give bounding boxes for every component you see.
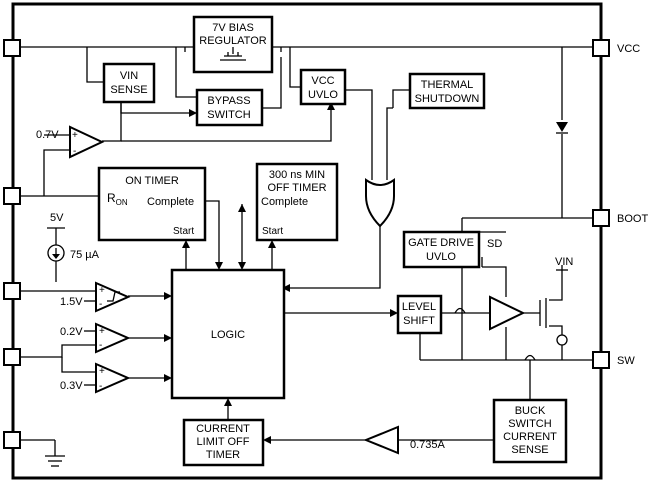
- level-shift-line2: SHIFT: [403, 315, 435, 327]
- gate-driver-icon: [489, 295, 526, 331]
- current-limit-line3: TIMER: [206, 449, 240, 461]
- current-sense-line2: SWITCH: [508, 418, 551, 430]
- gate-drive-line1: GATE DRIVE: [408, 237, 474, 249]
- pin-label-boot: BOOT: [617, 213, 648, 225]
- current-limit-timer-block: CURRENT LIMIT OFF TIMER: [182, 418, 265, 467]
- off-timer-line2: OFF TIMER: [267, 182, 326, 194]
- vin-sense-block: VIN SENSE: [102, 62, 156, 104]
- comp-top-minus: -: [73, 146, 76, 157]
- vin-sense-line2: SENSE: [110, 84, 147, 96]
- comp-3-minus: -: [99, 381, 102, 392]
- pin-gnd[interactable]: [3, 431, 21, 449]
- thermal-shutdown-block: THERMAL SHUTDOWN: [408, 72, 486, 110]
- current-sense-block: BUCK SWITCH CURRENT SENSE: [492, 398, 568, 464]
- gate-drive-line2: UVLO: [426, 251, 456, 263]
- current-sense-line1: BUCK: [515, 405, 546, 417]
- current-limit-ref: 0.735A: [410, 439, 446, 451]
- pin-label-vcc: VCC: [617, 43, 640, 55]
- pin-vcc[interactable]: [592, 39, 610, 57]
- pin-en[interactable]: [3, 282, 21, 300]
- comparator-1: + -: [95, 281, 131, 313]
- off-timer-block: 300 ns MIN OFF TIMER Complete Start: [255, 162, 339, 242]
- comp-1-plus: +: [99, 285, 105, 296]
- comp-1-minus: -: [99, 299, 102, 310]
- ref-0-2v: 0.2V: [60, 326, 83, 338]
- current-source-icon: [47, 244, 65, 262]
- ref-0-3v: 0.3V: [60, 380, 83, 392]
- bias-regulator-line1: 7V BIAS: [212, 22, 254, 34]
- vin-sense-line1: VIN: [120, 70, 138, 82]
- logic-label: LOGIC: [211, 329, 245, 341]
- off-timer-start: Start: [262, 226, 283, 237]
- current-sense-line4: SENSE: [511, 444, 548, 456]
- on-timer-block: ON TIMER RON Complete Start: [97, 166, 207, 242]
- on-timer-complete: Complete: [147, 196, 194, 208]
- level-shift-line1: LEVEL: [402, 301, 436, 313]
- pin-sw[interactable]: [592, 351, 610, 369]
- pin-boot[interactable]: [592, 209, 610, 227]
- comparator-top: + -: [69, 125, 105, 159]
- current-sense-line3: CURRENT: [503, 431, 557, 443]
- pin-vin[interactable]: [3, 39, 21, 57]
- bias-regulator-block: 7V BIAS REGULATOR: [192, 15, 274, 74]
- gate-drive-uvlo-block: GATE DRIVE UVLO: [402, 230, 481, 269]
- pin-fb[interactable]: [3, 348, 21, 366]
- pass-transistor-icon: [220, 47, 246, 61]
- on-timer-ron: RON: [107, 191, 128, 207]
- mosfet-icon: [539, 298, 568, 346]
- off-timer-complete: Complete: [261, 196, 308, 208]
- bypass-switch-line1: BYPASS: [207, 95, 250, 107]
- bias-regulator-line2: REGULATOR: [199, 35, 266, 47]
- comp-top-plus: +: [72, 130, 78, 141]
- vcc-uvlo-line1: VCC: [311, 75, 334, 87]
- current-limit-comparator-icon: [363, 425, 399, 455]
- ref-1-5v: 1.5V: [60, 296, 83, 308]
- vin-label: VIN: [555, 256, 573, 268]
- current-limit-line1: CURRENT: [196, 423, 250, 435]
- or-gate-icon: [365, 178, 395, 228]
- pin-ron[interactable]: [3, 187, 21, 205]
- pin-label-sw: SW: [617, 355, 635, 367]
- thermal-shutdown-line1: THERMAL: [421, 79, 474, 91]
- diode-icon: [556, 122, 568, 132]
- on-timer-start: Start: [173, 226, 194, 237]
- wires: [21, 46, 593, 467]
- level-shift-block: LEVEL SHIFT: [396, 294, 443, 335]
- comp-2-minus: -: [99, 340, 102, 351]
- comp-3-plus: +: [99, 366, 105, 377]
- chip-outline: [11, 2, 603, 480]
- bypass-switch-line2: SWITCH: [207, 109, 250, 121]
- comparator-3: + -: [95, 362, 131, 394]
- bypass-switch-block: BYPASS SWITCH: [195, 88, 264, 127]
- on-timer-title: ON TIMER: [125, 175, 179, 187]
- ref-5v: 5V: [50, 212, 64, 224]
- comp-2-plus: +: [99, 326, 105, 337]
- sd-label: SD: [487, 238, 502, 250]
- comparator-2: + -: [95, 322, 131, 354]
- vcc-uvlo-block: VCC UVLO: [299, 68, 347, 106]
- ref-75ua: 75 µA: [70, 249, 100, 261]
- off-timer-line1: 300 ns MIN: [269, 169, 325, 181]
- vcc-uvlo-line2: UVLO: [308, 89, 338, 101]
- ref-0-7v: 0.7V: [36, 129, 59, 141]
- logic-block: LOGIC: [170, 268, 286, 400]
- current-limit-line2: LIMIT OFF: [197, 436, 250, 448]
- thermal-shutdown-line2: SHUTDOWN: [415, 93, 480, 105]
